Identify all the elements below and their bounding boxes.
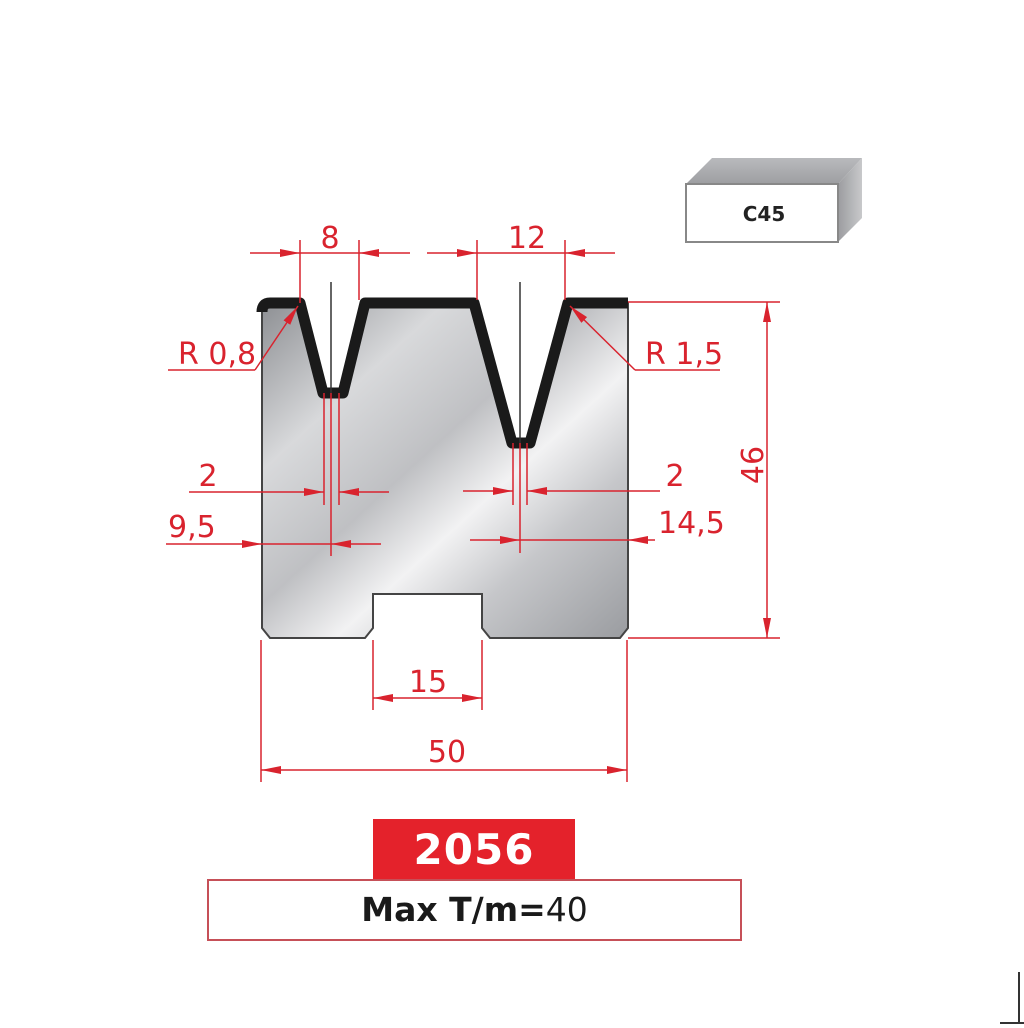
material-label: C45: [742, 202, 786, 226]
dim-radius-left: R 0,8: [178, 337, 256, 372]
max-tonnage-label: Max T/m=: [361, 890, 546, 929]
dimension-lines: [166, 240, 780, 782]
dim-slot-width: 15: [409, 665, 447, 700]
max-tonnage-box: Max T/m=40: [207, 879, 742, 941]
part-number-badge: 2056: [373, 819, 575, 879]
dim-v1-offset: 9,5: [168, 510, 216, 545]
max-tonnage-value: 40: [545, 890, 588, 929]
dim-v2-offset: 14,5: [658, 506, 725, 541]
frame-edge: [1018, 972, 1024, 1024]
dim-total-width: 50: [428, 735, 466, 770]
frame-edge-bottom: [1000, 1022, 1024, 1024]
dim-v2-flat: 2: [665, 459, 684, 494]
dim-v1-opening: 8: [320, 221, 339, 256]
die-body: [256, 297, 629, 639]
material-box: [685, 158, 862, 243]
dim-v2-opening: 12: [508, 221, 546, 256]
dim-height: 46: [736, 446, 771, 484]
dim-v1-flat: 2: [198, 459, 217, 494]
dim-radius-right: R 1,5: [645, 337, 723, 372]
